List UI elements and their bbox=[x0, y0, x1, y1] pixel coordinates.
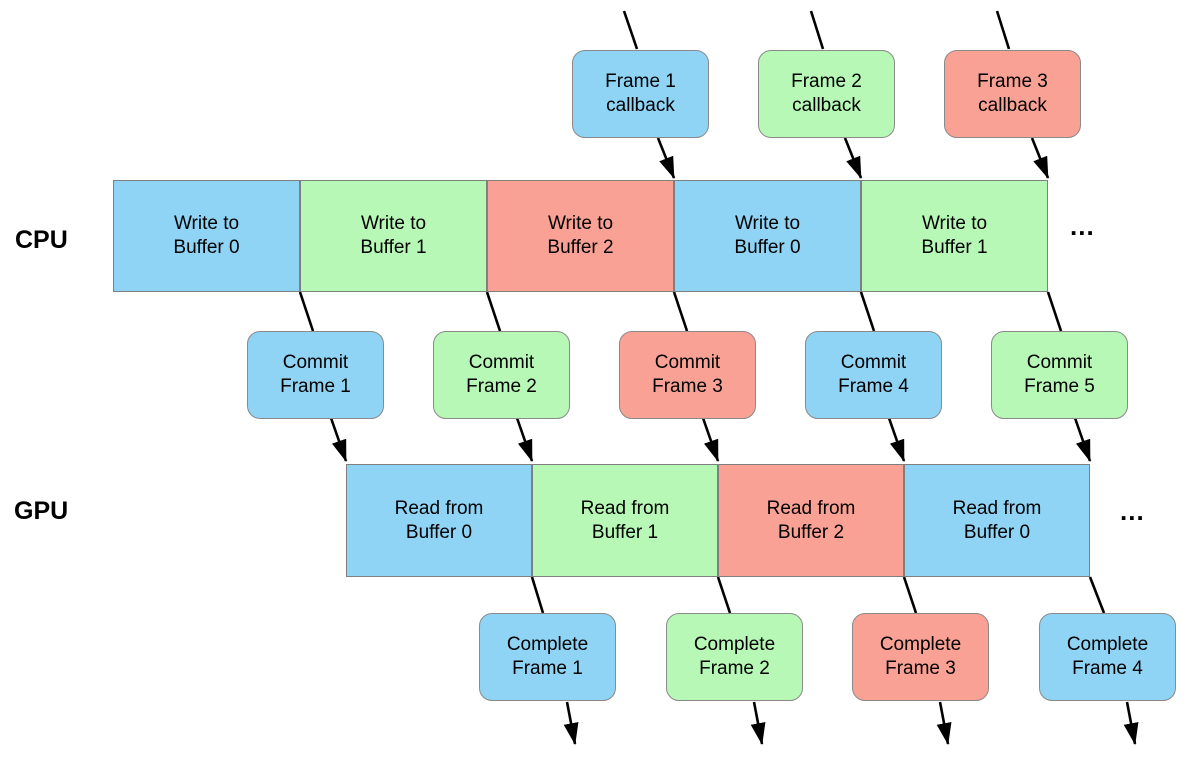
arrow-cpu-to-commit-frame3 bbox=[672, 291, 689, 332]
commit-box-frame-4: Commit Frame 4 bbox=[805, 331, 942, 419]
complete-box-frame-1: Complete Frame 1 bbox=[479, 613, 616, 701]
complete-box-frame-2: Complete Frame 2 bbox=[666, 613, 803, 701]
arrow-complete-frame3-out bbox=[936, 701, 952, 745]
cpu-timeline-ellipsis: ... bbox=[1070, 211, 1095, 241]
arrow-commit-frame5-to-gpu bbox=[1073, 417, 1092, 462]
gpu-timeline-ellipsis: ... bbox=[1120, 496, 1145, 526]
arrow-commit-frame4-to-gpu bbox=[887, 417, 906, 462]
arrow-commit-frame3-to-gpu bbox=[701, 417, 720, 462]
gpu-segment-read-buffer-2: Read from Buffer 2 bbox=[718, 464, 904, 577]
arrow-gpu-to-complete-frame1 bbox=[530, 576, 545, 614]
arrow-complete-frame4-out bbox=[1123, 701, 1139, 745]
cpu-segment-write-buffer-0: Write to Buffer 0 bbox=[113, 180, 300, 292]
commit-box-frame-3: Commit Frame 3 bbox=[619, 331, 756, 419]
cpu-segment-write-buffer-1b: Write to Buffer 1 bbox=[861, 180, 1048, 292]
commit-box-frame-5: Commit Frame 5 bbox=[991, 331, 1128, 419]
arrow-commit-frame1-to-gpu bbox=[329, 417, 348, 462]
arrow-into-frame1-callback bbox=[622, 10, 639, 50]
arrow-gpu-to-complete-frame3 bbox=[902, 576, 918, 614]
arrow-frame2-callback-to-cpu bbox=[843, 137, 863, 179]
arrow-into-frame3-callback bbox=[995, 10, 1011, 50]
gpu-segment-read-buffer-0b: Read from Buffer 0 bbox=[904, 464, 1090, 577]
arrow-into-frame2-callback bbox=[809, 10, 825, 50]
complete-box-frame-3: Complete Frame 3 bbox=[852, 613, 989, 701]
callback-box-frame-1: Frame 1 callback bbox=[572, 50, 709, 138]
gpu-segment-read-buffer-0: Read from Buffer 0 bbox=[346, 464, 532, 577]
complete-box-frame-4: Complete Frame 4 bbox=[1039, 613, 1176, 701]
arrow-frame3-callback-to-cpu bbox=[1030, 137, 1050, 179]
gpu-segment-read-buffer-1: Read from Buffer 1 bbox=[532, 464, 718, 577]
cpu-segment-write-buffer-0b: Write to Buffer 0 bbox=[674, 180, 861, 292]
callback-box-frame-3: Frame 3 callback bbox=[944, 50, 1081, 138]
cpu-row-label: CPU bbox=[15, 226, 68, 254]
arrow-frame1-callback-to-cpu bbox=[656, 137, 676, 179]
gpu-row-label: GPU bbox=[14, 497, 69, 525]
arrow-commit-frame2-to-gpu bbox=[515, 417, 534, 462]
commit-box-frame-1: Commit Frame 1 bbox=[247, 331, 384, 419]
arrow-gpu-to-complete-frame2 bbox=[716, 576, 732, 614]
arrow-complete-frame1-out bbox=[563, 701, 579, 745]
arrow-cpu-to-commit-frame4 bbox=[859, 291, 876, 332]
cpu-segment-write-buffer-1: Write to Buffer 1 bbox=[300, 180, 487, 292]
arrow-complete-frame2-out bbox=[750, 701, 766, 745]
commit-box-frame-2: Commit Frame 2 bbox=[433, 331, 570, 419]
callback-box-frame-2: Frame 2 callback bbox=[758, 50, 895, 138]
arrow-cpu-to-commit-frame1 bbox=[298, 291, 315, 332]
arrow-cpu-to-commit-frame5 bbox=[1046, 291, 1063, 332]
arrow-cpu-to-commit-frame2 bbox=[485, 291, 502, 332]
cpu-segment-write-buffer-2: Write to Buffer 2 bbox=[487, 180, 674, 292]
arrow-gpu-to-complete-frame4 bbox=[1088, 576, 1106, 614]
